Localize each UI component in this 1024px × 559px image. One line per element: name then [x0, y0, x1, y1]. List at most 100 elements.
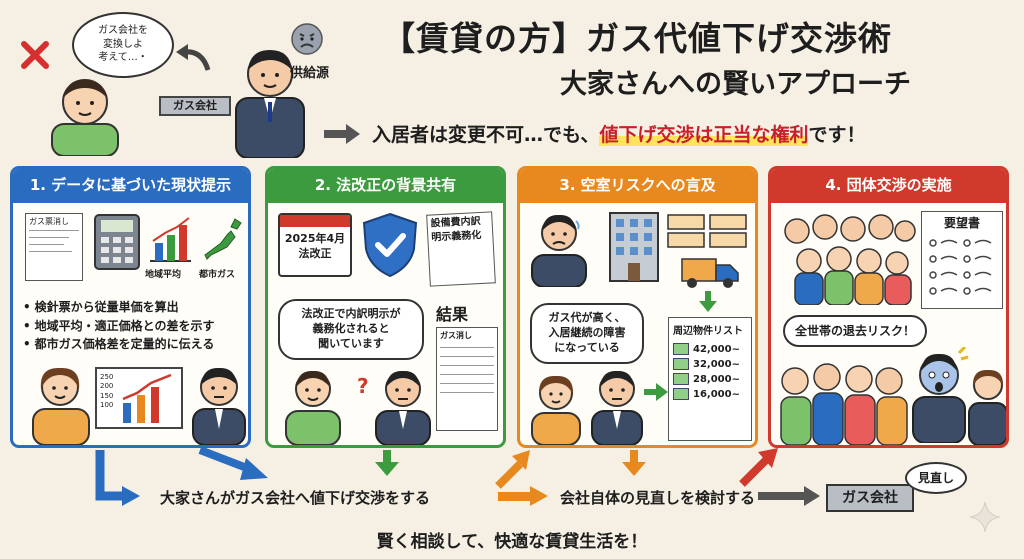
property-list-title: 周辺物件リスト [673, 326, 743, 337]
arrow-right-icon [324, 123, 360, 144]
panel-group-negotiation: 4. 団体交渉の実施 要望書 [768, 166, 1009, 448]
page-title: 【賃貸の方】ガス代値下げ交渉術 [382, 19, 892, 58]
headline-highlight: 値下げ交渉は正当な権利 [599, 124, 809, 146]
panel-title: 2. 法改正の背景共有 [268, 169, 503, 203]
curved-arrow-icon [176, 44, 211, 71]
sparkle-icon [969, 501, 1001, 533]
disclosure-document: 設備費内訳 明示義務化 [426, 211, 496, 287]
panel-title: 4. 団体交渉の実施 [771, 169, 1006, 203]
property-price: 28,000~ [693, 373, 740, 385]
footer-message: 賢く相談して、快適な賃貸生活を！ [376, 532, 648, 552]
shocked-landlord-illustration [912, 347, 969, 443]
calculator-icon [94, 214, 140, 270]
tenant-thought-bubble: ガス会社を 変換しよ 考えて…・ [72, 12, 174, 78]
woman-presenter-illustration [32, 367, 90, 445]
property-price: 42,000~ [693, 343, 740, 355]
flow-arrows [95, 446, 820, 506]
arrow-right-icon [644, 383, 668, 401]
scale-tick: 250 [100, 373, 114, 381]
list-item: 32,000~ [673, 358, 747, 370]
list-item: 42,000~ [673, 343, 747, 355]
tenant-thought-text: ガス会社を 変換しよ 考えて…・ [98, 25, 148, 63]
flow-step-review: 会社自体の見直しを検討する [560, 489, 756, 507]
tenant-crowd-illustration [780, 363, 908, 445]
tenant-speech-bubble: ガス代が高く、 入居継続の障害 になっている [530, 303, 644, 364]
landlord-thinking-illustration [591, 370, 643, 445]
flow-arrow-red [739, 457, 769, 487]
landlord-illustration [235, 50, 305, 158]
svg-text:?: ? [357, 374, 369, 398]
panel-title: 3. 空室リスクへの言及 [520, 169, 755, 203]
property-thumbnail [673, 343, 689, 355]
chart-label-city-gas: 都市ガス [199, 270, 236, 280]
group-speech-bubble: 全世帯の退去リスク！ [783, 315, 927, 348]
nearby-property-list: 周辺物件リスト 42,000~ 32,000~ 28,000~ 16,000~ [668, 317, 752, 441]
worried-landlord-illustration [531, 214, 587, 287]
gas-bill-label: ガス票消し [29, 217, 69, 226]
list-item: 28,000~ [673, 373, 747, 385]
list-item: 16,000~ [673, 388, 747, 400]
japan-map-icon [204, 218, 242, 260]
bullet-item: 検針票から従量単価を算出 [23, 298, 215, 317]
flow-arrow-blue-diagonal [198, 446, 254, 474]
result-gas-bill: ガス消し [436, 327, 498, 431]
bar-chart-icon [150, 217, 191, 262]
board-scale: 250 200 150 100 [100, 373, 113, 411]
bullet-item: 地域平均・適正価格との差を示す [23, 317, 215, 336]
headline-message: 入居者は変更不可…でも、値下げ交渉は正当な権利です！ [322, 120, 865, 147]
gas-company-sign: ガス会社 [159, 96, 231, 116]
flow-arrow-green [383, 450, 391, 464]
flow-step-negotiation: 大家さんがガス会社へ値下げ交渉をする [160, 489, 431, 507]
landlord-illustration [375, 370, 431, 445]
headline-suffix: です！ [808, 124, 866, 146]
flow-arrow-orange [498, 492, 532, 501]
review-bubble: 見直し [905, 462, 967, 494]
gas-company-box: ガス会社 [826, 484, 914, 512]
arrow-down-icon [699, 291, 717, 312]
petition-document: 要望書 [921, 211, 1003, 309]
gas-bill-document: ガス票消し [25, 213, 83, 281]
flow-arrowhead-blue-diagonal [240, 458, 268, 480]
calendar-text: 2025年4月 法改正 [284, 232, 346, 261]
chart-label-regional-average: 地域平均 [145, 270, 182, 280]
result-doc-label: ガス消し [440, 331, 472, 340]
landlord-thinking-illustration [192, 367, 246, 445]
flow-arrowhead-orange [530, 486, 548, 506]
tenant-group-illustration [784, 214, 916, 305]
flow-arrowhead-orange-up [512, 450, 530, 470]
tenant-speech-bubble: 法改正で内訳明示が 義務化されると 聞いています [278, 299, 424, 360]
tenant-illustration [51, 79, 119, 156]
tenant-man-illustration [285, 370, 341, 445]
apartment-building-icon [609, 212, 659, 282]
panel-vacancy-risk: 3. 空室リスクへの言及 [517, 166, 758, 448]
flow-arrow-orange-down [630, 450, 638, 464]
flow-arrow-grey [758, 492, 806, 500]
scale-tick: 100 [100, 401, 114, 410]
vacancy-signs-icon [667, 214, 747, 248]
panel-data-presentation: 1. データに基づいた現状提示 ガス票消し [10, 166, 251, 448]
moving-truck-icon [681, 258, 739, 288]
property-price: 16,000~ [693, 388, 740, 400]
supply-source-label: 供給源 [290, 66, 330, 81]
shield-check-icon [362, 212, 418, 278]
panel-title: 1. データに基づいた現状提示 [13, 169, 248, 203]
flow-arrow-blue [95, 450, 124, 501]
board-bar-chart-icon [122, 373, 172, 423]
property-thumbnail [673, 373, 689, 385]
tenant-woman-illustration [531, 375, 581, 445]
worried-face-icon [291, 23, 323, 55]
panel-bullets: 検針票から従量単価を算出 地域平均・適正価格との差を示す 都市ガス価格差を定量的… [23, 298, 215, 354]
flow-arrowhead-orange-down [622, 462, 646, 476]
question-mark-icon: ? [357, 374, 369, 398]
presentation-board: 250 200 150 100 [95, 367, 183, 429]
bullet-item: 都市ガス価格差を定量的に伝える [23, 335, 215, 354]
headline-prefix: 入居者は変更不可…でも、 [372, 124, 600, 146]
tenant-woman-illustration [968, 369, 1006, 445]
flow-arrowhead-green [375, 462, 399, 476]
petition-title: 要望書 [943, 216, 980, 230]
scale-tick: 150 [100, 391, 114, 400]
flow-arrowhead-grey [804, 486, 820, 506]
property-thumbnail [673, 388, 689, 400]
result-label: 結果 [436, 305, 469, 324]
calendar-icon: 2025年4月 法改正 [278, 213, 352, 277]
